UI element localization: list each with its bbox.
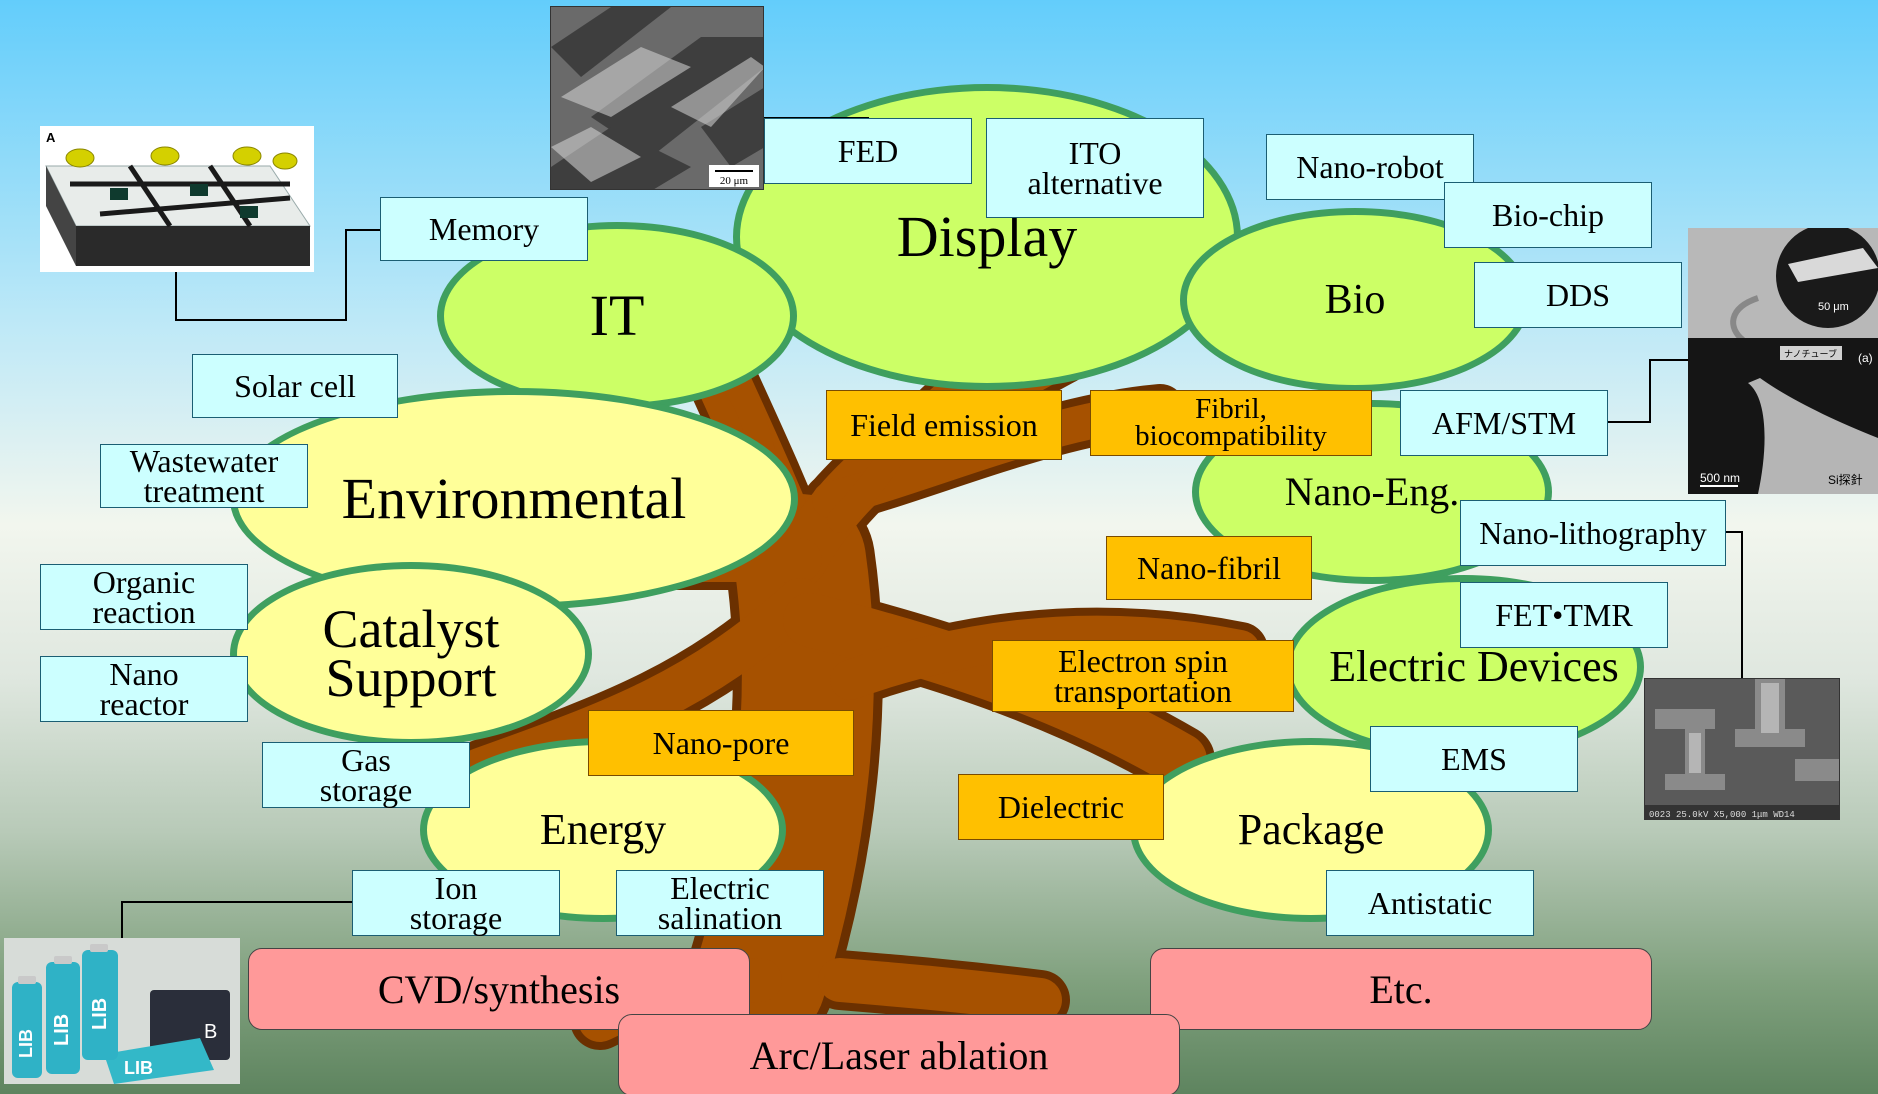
app-electric-salination: Electric salination (616, 870, 824, 936)
app-afm-stm: AFM/STM (1400, 390, 1608, 456)
battery-photo: B LIB LIB LIB LIB (4, 938, 240, 1084)
fed-scale-label: 20 μm (720, 175, 749, 187)
prop-nano-pore: Nano-pore (588, 710, 854, 776)
app-fet-tmr: FET•TMR (1460, 582, 1668, 648)
afm-probe-photo: 50 μm ナノチューブ (a) 500 nm Si探針 (1688, 228, 1878, 494)
category-catalyst-support: Catalyst Support (230, 562, 592, 746)
method-etc: Etc. (1150, 948, 1652, 1030)
app-wastewater-treatment: Wastewater treatment (100, 444, 308, 508)
category-bio-label: Bio (1324, 277, 1386, 323)
category-catalyst-label: Catalyst Support (322, 599, 500, 708)
prop-fibril-biocompatibility: Fibril, biocompatibility (1090, 390, 1372, 456)
method-arc-laser-ablation: Arc/Laser ablation (618, 1014, 1180, 1094)
memory-device-image: A (45, 130, 311, 266)
battery-box-label: B (204, 1021, 217, 1043)
prop-field-emission: Field emission (826, 390, 1062, 460)
afm-nanotube-label: ナノチューブ (1784, 348, 1837, 359)
app-bio-chip: Bio-chip (1444, 182, 1652, 248)
prop-electron-spin-transportation: Electron spin transportation (992, 640, 1294, 712)
fed-sem-image: 20 μm (551, 7, 763, 189)
app-fed: FED (764, 118, 972, 184)
app-dds: DDS (1474, 262, 1682, 328)
app-ito-alternative: ITO alternative (986, 118, 1204, 218)
fed-sem-photo: 20 μm (550, 6, 764, 190)
app-nano-lithography: Nano-lithography (1460, 500, 1726, 566)
app-antistatic: Antistatic (1326, 870, 1534, 936)
prop-dielectric: Dielectric (958, 774, 1164, 840)
afm-panel-label: (a) (1858, 351, 1873, 365)
app-ion-storage: Ion storage (352, 870, 560, 936)
battery-logo-2: LIB (51, 1014, 73, 1046)
category-package-label: Package (1237, 805, 1385, 854)
app-organic-reaction: Organic reaction (40, 564, 248, 630)
category-nano-eng-label: Nano-Eng. (1284, 469, 1460, 514)
afm-scale-bottom: 500 nm (1700, 471, 1740, 485)
afm-probe-label: Si探針 (1828, 472, 1863, 487)
app-ems: EMS (1370, 726, 1578, 792)
lithography-sem-text: 0023 25.0kV X5,000 1μm WD14 (1649, 810, 1795, 820)
lithography-sem-image: 0023 25.0kV X5,000 1μm WD14 (1645, 679, 1839, 820)
app-memory: Memory (380, 197, 588, 261)
app-gas-storage: Gas storage (262, 742, 470, 808)
category-it-label: IT (589, 283, 645, 348)
memory-panel-label: A (46, 130, 56, 145)
memory-device-photo: A (40, 126, 314, 272)
battery-logo-3: LIB (89, 998, 111, 1030)
battery-flat-logo: LIB (124, 1058, 153, 1078)
afm-probe-image: 50 μm ナノチューブ (a) 500 nm Si探針 (1688, 228, 1878, 494)
lithography-sem-photo: 0023 25.0kV X5,000 1μm WD14 (1644, 678, 1840, 820)
category-energy-label: Energy (539, 805, 667, 854)
app-nano-reactor: Nano reactor (40, 656, 248, 722)
prop-nano-fibril: Nano-fibril (1106, 536, 1312, 600)
battery-logo-1: LIB (16, 1029, 36, 1058)
category-electric-label: Electric Devices (1329, 642, 1619, 691)
app-solar-cell: Solar cell (192, 354, 398, 418)
battery-image: B LIB LIB LIB LIB (4, 938, 240, 1084)
category-environmental-label: Environmental (341, 466, 687, 531)
app-nano-robot: Nano-robot (1266, 134, 1474, 200)
afm-scale-top: 50 μm (1818, 301, 1849, 313)
